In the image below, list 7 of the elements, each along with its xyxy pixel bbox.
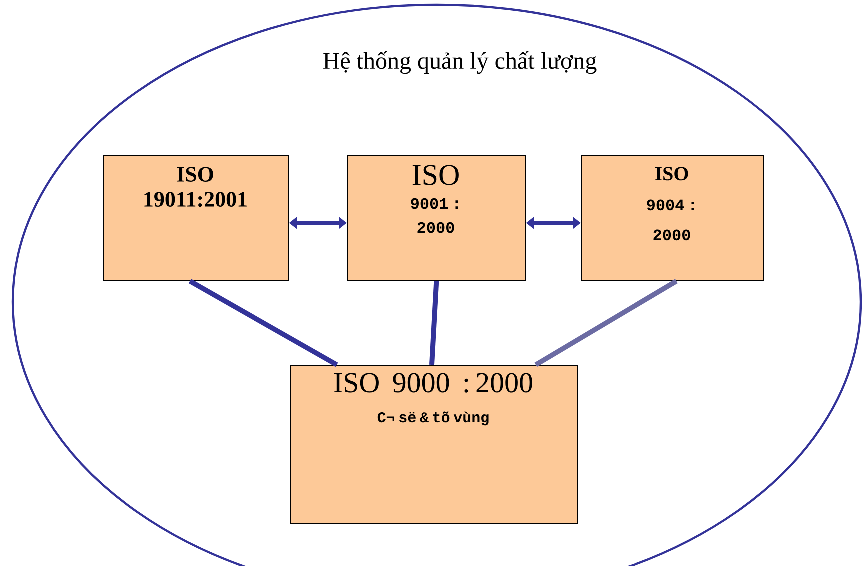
standard-box: ISO 19011:2001 (103, 155, 290, 282)
connector-line (188, 279, 338, 368)
connector-line (534, 279, 678, 368)
standard-box: ISO 9000 : 2000 C¬ së & tõ vùng (290, 365, 578, 524)
standard-box: ISO 9004 : 2000 (581, 155, 764, 282)
connector-line (430, 281, 440, 366)
standard-box: ISO 9001 : 2000 (347, 155, 526, 282)
